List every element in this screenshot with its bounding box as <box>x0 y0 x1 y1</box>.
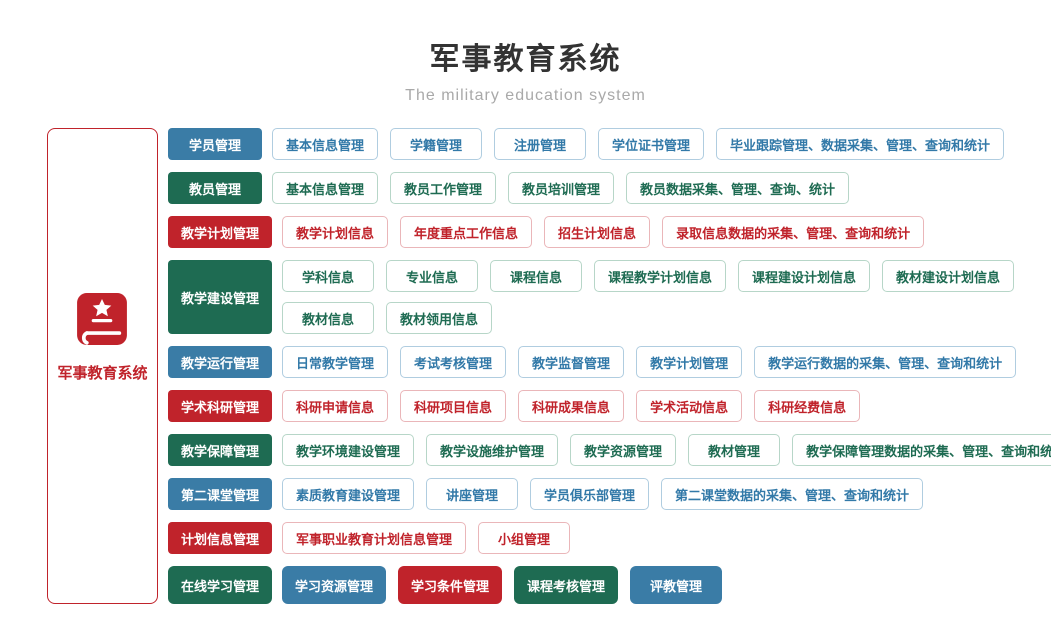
module-line: 教学计划信息年度重点工作信息招生计划信息录取信息数据的采集、管理、查询和统计 <box>282 216 1051 248</box>
module-lines: 素质教育建设管理讲座管理学员俱乐部管理第二课堂数据的采集、管理、查询和统计 <box>282 478 1051 510</box>
module-box: 注册管理 <box>494 128 587 160</box>
module-box: 学术活动信息 <box>636 390 743 422</box>
module-box: 教员培训管理 <box>508 172 615 204</box>
module-box: 教学设施维护管理 <box>426 434 559 466</box>
module-box: 教材建设计划信息 <box>882 260 1015 292</box>
module-line: 科研申请信息科研项目信息科研成果信息学术活动信息科研经费信息 <box>282 390 1051 422</box>
module-box: 军事职业教育计划信息管理 <box>282 522 467 554</box>
category-box: 学员管理 <box>168 128 262 160</box>
module-lines: 军事职业教育计划信息管理小组管理 <box>282 522 1051 554</box>
category-rows: 学员管理基本信息管理学籍管理注册管理学位证书管理毕业跟踪管理、数据采集、管理、查… <box>168 128 1051 604</box>
module-box: 录取信息数据的采集、管理、查询和统计 <box>662 216 925 248</box>
module-box: 教学监督管理 <box>518 346 625 378</box>
module-box: 科研项目信息 <box>400 390 507 422</box>
root-node: 军事教育系统 <box>47 128 158 604</box>
module-lines: 日常教学管理考试考核管理教学监督管理教学计划管理教学运行数据的采集、管理、查询和… <box>282 346 1051 378</box>
category-box: 教学运行管理 <box>168 346 273 378</box>
module-box: 招生计划信息 <box>544 216 651 248</box>
module-line: 教材信息教材领用信息 <box>282 302 1051 334</box>
module-box: 考试考核管理 <box>400 346 507 378</box>
category-row: 教学计划管理教学计划信息年度重点工作信息招生计划信息录取信息数据的采集、管理、查… <box>168 216 1051 248</box>
module-box: 教学计划管理 <box>636 346 743 378</box>
module-box: 日常教学管理 <box>282 346 389 378</box>
module-box: 教材领用信息 <box>386 302 493 334</box>
category-row: 学术科研管理科研申请信息科研项目信息科研成果信息学术活动信息科研经费信息 <box>168 390 1051 422</box>
module-box: 教材信息 <box>282 302 375 334</box>
module-line: 教学环境建设管理教学设施维护管理教学资源管理教材管理教学保障管理数据的采集、管理… <box>282 434 1051 466</box>
root-node-content: 军事教育系统 <box>57 293 148 383</box>
category-box: 计划信息管理 <box>168 522 273 554</box>
page-header: 军事教育系统 The military education system <box>0 0 1051 105</box>
module-box: 教学资源管理 <box>570 434 677 466</box>
category-box: 教学保障管理 <box>168 434 273 466</box>
module-box: 小组管理 <box>478 522 571 554</box>
module-line: 日常教学管理考试考核管理教学监督管理教学计划管理教学运行数据的采集、管理、查询和… <box>282 346 1051 378</box>
module-lines: 基本信息管理教员工作管理教员培训管理教员数据采集、管理、查询、统计 <box>272 172 1051 204</box>
module-lines: 教学计划信息年度重点工作信息招生计划信息录取信息数据的采集、管理、查询和统计 <box>282 216 1051 248</box>
module-box: 课程教学计划信息 <box>594 260 727 292</box>
system-diagram: 军事教育系统 学员管理基本信息管理学籍管理注册管理学位证书管理毕业跟踪管理、数据… <box>47 128 1051 604</box>
module-box: 课程信息 <box>490 260 583 292</box>
module-box: 科研成果信息 <box>518 390 625 422</box>
category-box: 在线学习管理 <box>168 566 273 604</box>
module-box: 科研申请信息 <box>282 390 389 422</box>
module-box: 课程建设计划信息 <box>738 260 871 292</box>
module-box: 课程考核管理 <box>514 566 619 604</box>
category-row: 学员管理基本信息管理学籍管理注册管理学位证书管理毕业跟踪管理、数据采集、管理、查… <box>168 128 1051 160</box>
module-box: 素质教育建设管理 <box>282 478 415 510</box>
module-box: 专业信息 <box>386 260 479 292</box>
category-row: 教员管理基本信息管理教员工作管理教员培训管理教员数据采集、管理、查询、统计 <box>168 172 1051 204</box>
module-box: 评教管理 <box>630 566 723 604</box>
module-box: 学位证书管理 <box>598 128 705 160</box>
module-line: 军事职业教育计划信息管理小组管理 <box>282 522 1051 554</box>
module-box: 科研经费信息 <box>754 390 861 422</box>
module-line: 学习资源管理学习条件管理课程考核管理评教管理 <box>282 566 1051 604</box>
module-box: 教员数据采集、管理、查询、统计 <box>626 172 850 204</box>
module-lines: 基本信息管理学籍管理注册管理学位证书管理毕业跟踪管理、数据采集、管理、查询和统计 <box>272 128 1051 160</box>
category-box: 第二课堂管理 <box>168 478 273 510</box>
module-lines: 教学环境建设管理教学设施维护管理教学资源管理教材管理教学保障管理数据的采集、管理… <box>282 434 1051 466</box>
module-box: 第二课堂数据的采集、管理、查询和统计 <box>661 478 924 510</box>
module-lines: 科研申请信息科研项目信息科研成果信息学术活动信息科研经费信息 <box>282 390 1051 422</box>
module-box: 基本信息管理 <box>272 172 379 204</box>
module-line: 素质教育建设管理讲座管理学员俱乐部管理第二课堂数据的采集、管理、查询和统计 <box>282 478 1051 510</box>
module-box: 基本信息管理 <box>272 128 379 160</box>
category-box: 教学建设管理 <box>168 260 273 334</box>
red-book-icon <box>76 293 128 350</box>
category-row: 在线学习管理学习资源管理学习条件管理课程考核管理评教管理 <box>168 566 1051 604</box>
category-row: 计划信息管理军事职业教育计划信息管理小组管理 <box>168 522 1051 554</box>
page-subtitle: The military education system <box>405 87 646 104</box>
module-box: 教员工作管理 <box>390 172 497 204</box>
module-box: 教学计划信息 <box>282 216 389 248</box>
module-box: 学籍管理 <box>390 128 483 160</box>
module-box: 教学运行数据的采集、管理、查询和统计 <box>754 346 1017 378</box>
module-lines: 学科信息专业信息课程信息课程教学计划信息课程建设计划信息教材建设计划信息教材信息… <box>282 260 1051 334</box>
module-box: 教学保障管理数据的采集、管理、查询和统计 <box>792 434 1051 466</box>
root-node-label: 军事教育系统 <box>57 365 148 382</box>
module-lines: 学习资源管理学习条件管理课程考核管理评教管理 <box>282 566 1051 604</box>
category-row: 教学建设管理学科信息专业信息课程信息课程教学计划信息课程建设计划信息教材建设计划… <box>168 260 1051 334</box>
category-box: 教学计划管理 <box>168 216 273 248</box>
module-box: 毕业跟踪管理、数据采集、管理、查询和统计 <box>716 128 1005 160</box>
category-row: 教学保障管理教学环境建设管理教学设施维护管理教学资源管理教材管理教学保障管理数据… <box>168 434 1051 466</box>
module-box: 学科信息 <box>282 260 375 292</box>
page-title: 军事教育系统 <box>429 43 622 76</box>
module-box: 讲座管理 <box>426 478 519 510</box>
module-box: 年度重点工作信息 <box>400 216 533 248</box>
category-box: 学术科研管理 <box>168 390 273 422</box>
category-row: 第二课堂管理素质教育建设管理讲座管理学员俱乐部管理第二课堂数据的采集、管理、查询… <box>168 478 1051 510</box>
module-box: 学习条件管理 <box>398 566 503 604</box>
module-line: 基本信息管理教员工作管理教员培训管理教员数据采集、管理、查询、统计 <box>272 172 1051 204</box>
module-line: 学科信息专业信息课程信息课程教学计划信息课程建设计划信息教材建设计划信息 <box>282 260 1051 292</box>
module-box: 学员俱乐部管理 <box>530 478 650 510</box>
module-line: 基本信息管理学籍管理注册管理学位证书管理毕业跟踪管理、数据采集、管理、查询和统计 <box>272 128 1051 160</box>
category-box: 教员管理 <box>168 172 262 204</box>
module-box: 学习资源管理 <box>282 566 387 604</box>
category-row: 教学运行管理日常教学管理考试考核管理教学监督管理教学计划管理教学运行数据的采集、… <box>168 346 1051 378</box>
module-box: 教材管理 <box>688 434 781 466</box>
module-box: 教学环境建设管理 <box>282 434 415 466</box>
